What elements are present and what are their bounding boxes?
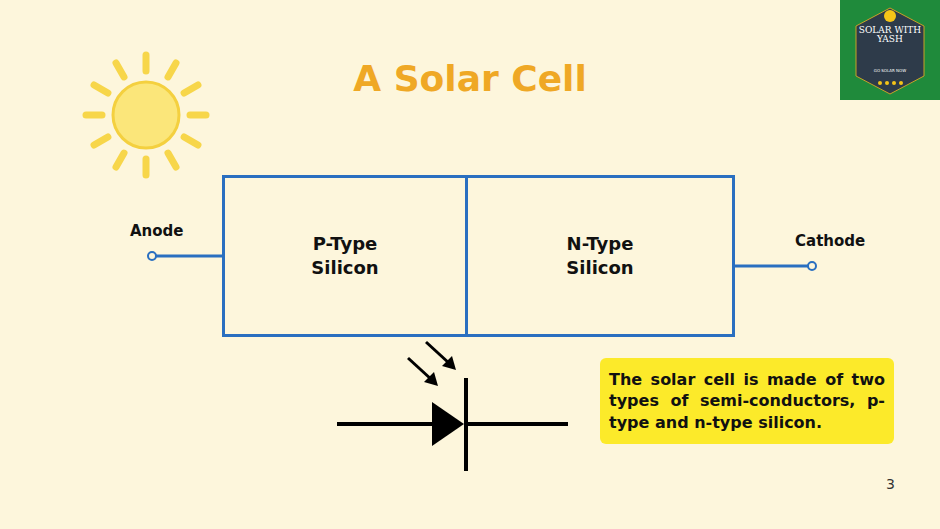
anode-terminal [148,252,156,260]
cathode-wire [735,265,808,268]
node-text: N-Type Silicon [535,232,665,281]
logo-star [885,81,889,85]
logo-tagline: GO SOLAR NOW [858,68,922,73]
logo-star [892,81,896,85]
logo-star [878,81,882,85]
page-number: 3 [886,476,895,492]
title: A Solar Cell [0,58,940,99]
logo-star [899,81,903,85]
n-type-region: N-Type Silicon [465,175,735,337]
sun-disc [113,82,179,148]
p-type-region: P-Type Silicon [222,175,465,337]
callout-note: The solar cell is made of two types of s… [600,358,894,444]
photodiode-symbol [337,342,568,471]
logo-background [840,0,940,100]
node-text: P-Type Silicon [280,232,410,281]
anode-wire [156,255,222,258]
logo-hexagon [856,8,924,94]
cathode-terminal [808,262,816,270]
node-text: The solar cell is made of two types of s… [609,369,885,434]
logo-name: SOLAR WITH YASH [858,26,922,45]
terminal-label: Anode [130,222,184,240]
sun-illustration [86,55,206,175]
terminal-label: Cathode [795,232,865,250]
logo-sun [884,10,896,22]
